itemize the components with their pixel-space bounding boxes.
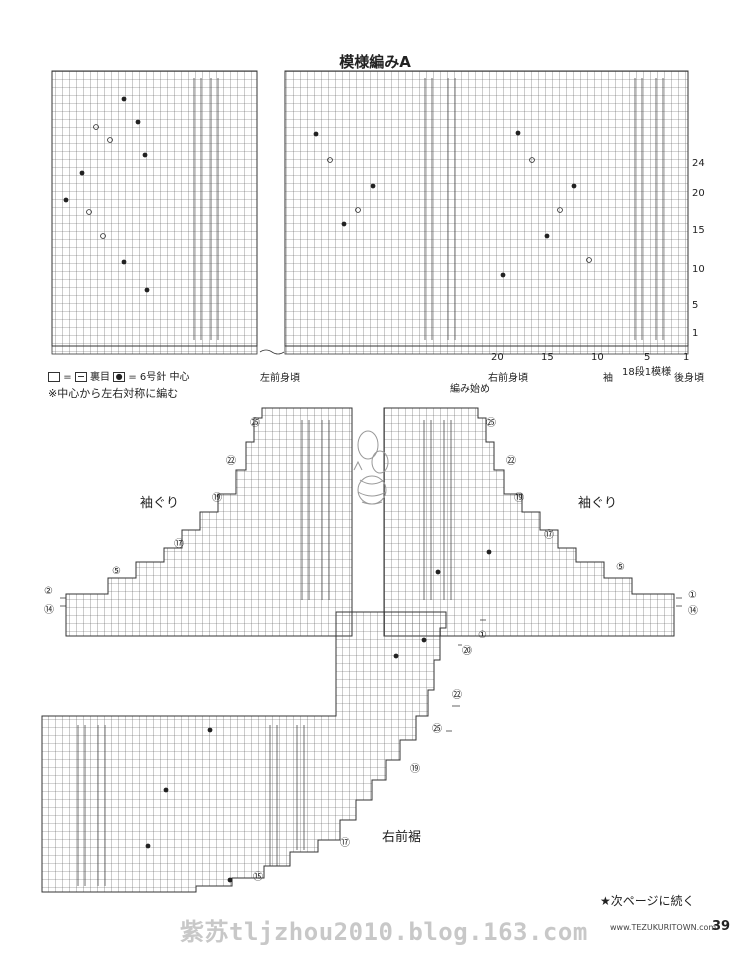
marker-17-left: ⑰ bbox=[174, 539, 184, 550]
label-left-front: 左前身頃 bbox=[260, 373, 300, 384]
marker-14-right: ⑭ bbox=[688, 606, 698, 617]
row-num-20: 20 bbox=[692, 188, 705, 199]
label-armhole-right: 袖ぐり bbox=[578, 496, 618, 511]
marker-5-left: ⑤ bbox=[112, 566, 121, 577]
marker-19-left: ⑲ bbox=[212, 493, 222, 504]
row-num-1: 1 bbox=[692, 328, 699, 339]
symbol-legend: = 裏目 ● = 6号針 中心 bbox=[48, 368, 189, 383]
chart-top-left bbox=[51, 70, 258, 347]
col-num-10: 10 bbox=[591, 352, 604, 363]
chart-armhole-left bbox=[65, 407, 353, 637]
purl-symbol-icon bbox=[74, 372, 87, 382]
marker-hem-b: ⑰ bbox=[340, 838, 350, 849]
marker-25-left: ㉕ bbox=[250, 418, 260, 429]
marker-5-right: ⑤ bbox=[616, 562, 625, 573]
col-num-20: 20 bbox=[491, 352, 504, 363]
row-num-24: 24 bbox=[692, 158, 705, 169]
purl-label: 裏目 bbox=[89, 372, 110, 383]
needle-label: 6号針 bbox=[139, 372, 167, 383]
marker-20-hem: ⑳ bbox=[462, 646, 472, 657]
chart-armhole-right bbox=[383, 407, 675, 637]
row-num-10: 10 bbox=[692, 264, 705, 275]
label-repeat: 18段1模様 bbox=[622, 367, 672, 378]
label-right-hem: 右前裾 bbox=[382, 830, 422, 845]
marker-22-hem: ㉒ bbox=[452, 690, 462, 701]
marker-25-right: ㉕ bbox=[486, 418, 496, 429]
publisher-url: www.TEZUKURITOWN.com bbox=[610, 923, 717, 932]
row-num-15: 15 bbox=[692, 225, 705, 236]
col-num-5: 5 bbox=[644, 352, 651, 363]
continued-next-page: ★次ページに続く bbox=[600, 894, 695, 908]
label-start: 編み始め bbox=[450, 384, 490, 395]
label-sleeve: 袖 bbox=[603, 373, 613, 384]
marker-hem-c: ⑮ bbox=[253, 872, 263, 883]
col-num-1: 1 bbox=[683, 352, 690, 363]
marker-19-right: ⑲ bbox=[514, 493, 524, 504]
bobble-symbol-icon: ● bbox=[113, 372, 126, 382]
label-back: 後身頃 bbox=[674, 373, 704, 384]
marker-22-left: ㉒ bbox=[226, 456, 236, 467]
marker-hem-a: ⑲ bbox=[410, 764, 420, 775]
label-armhole-left: 袖ぐり bbox=[140, 496, 180, 511]
knit-symbol-icon bbox=[48, 372, 60, 382]
center-label: 中心 bbox=[169, 372, 190, 383]
marker-1-right: ① bbox=[688, 590, 697, 601]
row-num-5: 5 bbox=[692, 300, 699, 311]
yarn-ball-illustration bbox=[353, 430, 389, 505]
marker-17-right: ⑰ bbox=[544, 530, 554, 541]
chart-title: 模様編みA bbox=[339, 53, 411, 71]
chart-top-right bbox=[284, 70, 689, 347]
page-number: 39 bbox=[712, 919, 731, 934]
watermark-text: 紫苏tljzhou2010.blog.163.com bbox=[180, 918, 588, 946]
symmetry-note: ※中心から左右対称に編む bbox=[48, 387, 179, 400]
marker-25-hem: ㉕ bbox=[432, 724, 442, 735]
marker-22-right: ㉒ bbox=[506, 456, 516, 467]
chart-right-hem bbox=[41, 611, 447, 893]
marker-1-hem: ① bbox=[478, 630, 487, 641]
label-right-front: 右前身頃 bbox=[488, 373, 528, 384]
marker-2-left: ② bbox=[44, 586, 53, 597]
marker-14-left: ⑭ bbox=[44, 605, 54, 616]
col-num-15: 15 bbox=[541, 352, 554, 363]
